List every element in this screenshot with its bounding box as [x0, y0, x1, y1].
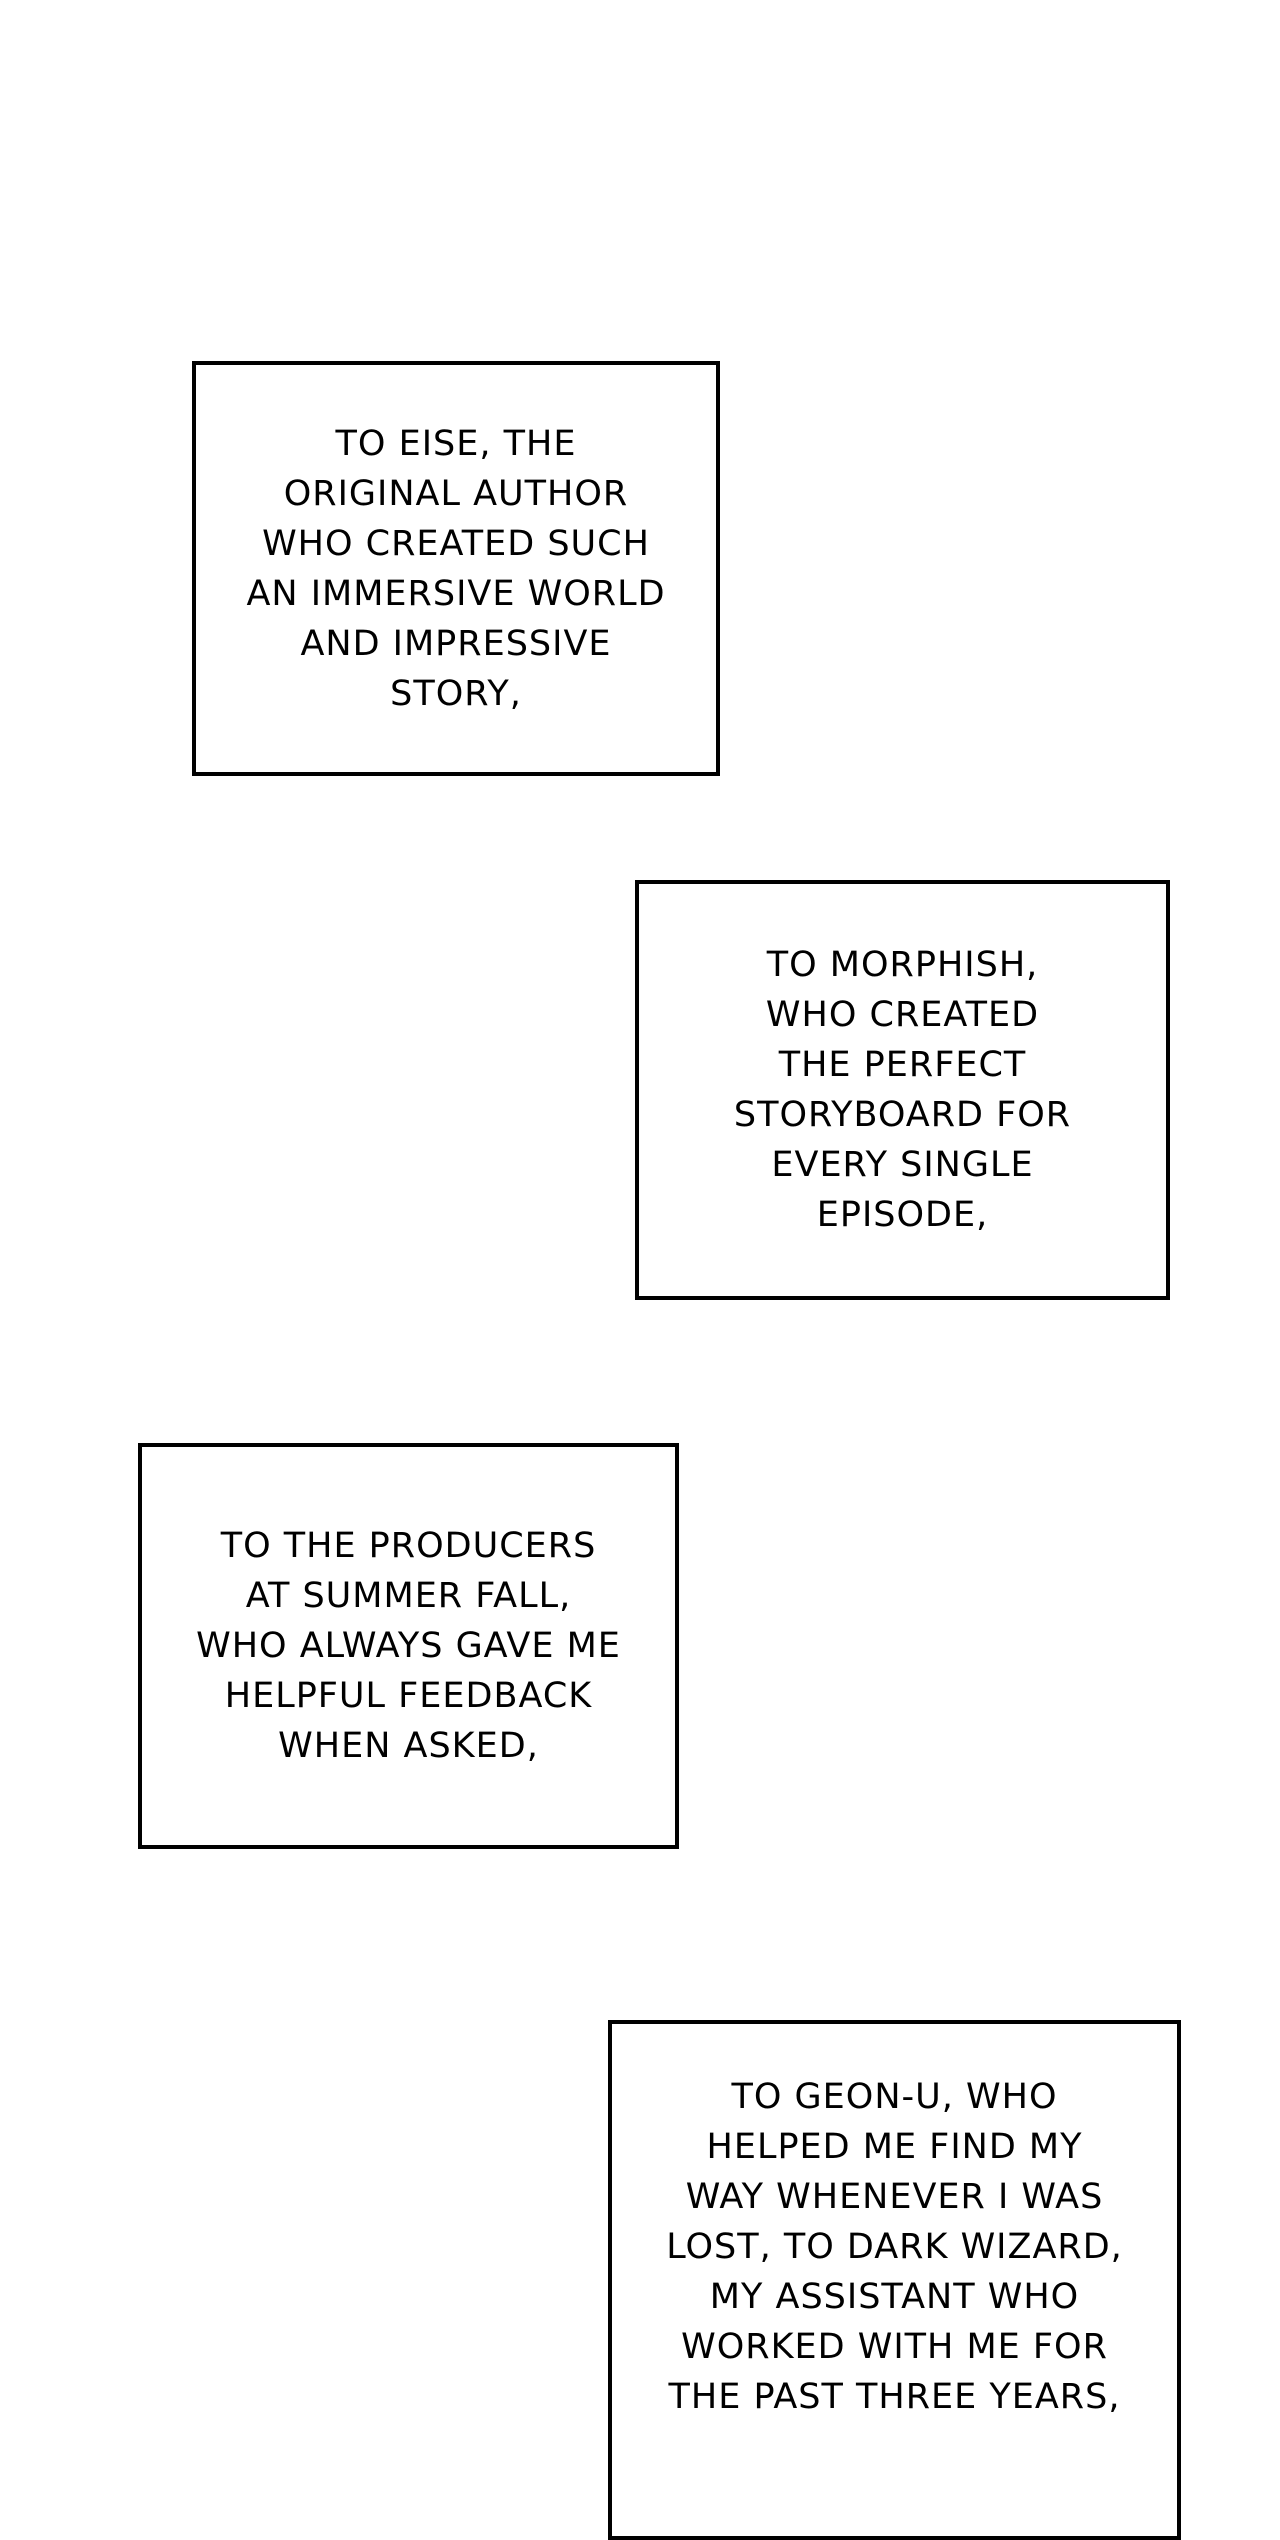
- caption-line: the past three years,: [668, 2377, 1121, 2417]
- caption-line: story,: [390, 673, 522, 714]
- caption-line: my assistant who: [709, 2277, 1080, 2317]
- caption-line: the perfect: [778, 1045, 1027, 1085]
- caption-box-geon-u: To Geon-U, who helped me find my way whe…: [608, 2020, 1181, 2540]
- caption-line: To Geon-U, who: [731, 2077, 1058, 2117]
- caption-line: original author: [283, 473, 629, 514]
- caption-line: who created such: [262, 523, 650, 564]
- caption-box-morphish: To Morphish, who created the perfect sto…: [635, 880, 1170, 1300]
- caption-line: To Morphish,: [766, 945, 1039, 985]
- caption-line: when asked,: [278, 1726, 539, 1766]
- caption-line: who always gave me: [196, 1626, 621, 1666]
- caption-line: helpful feedback: [224, 1676, 593, 1716]
- caption-line: lost, to Dark Wizard,: [666, 2227, 1123, 2267]
- caption-line: worked with me for: [681, 2327, 1108, 2367]
- caption-line: helped me find my: [706, 2127, 1083, 2167]
- caption-box-producers: To the producers at Summer Fall, who alw…: [138, 1443, 679, 1849]
- caption-line: storyboard for: [733, 1095, 1072, 1135]
- caption-line: who created: [765, 995, 1040, 1035]
- caption-line: at Summer Fall,: [245, 1576, 572, 1616]
- caption-line: an immersive world: [246, 573, 666, 614]
- caption-line: and impressive: [300, 623, 612, 664]
- caption-line: way whenever I was: [685, 2177, 1104, 2217]
- caption-line: To Eise, the: [335, 423, 577, 464]
- caption-line: every single: [771, 1145, 1034, 1185]
- caption-line: To the producers: [220, 1526, 597, 1566]
- caption-line: episode,: [816, 1195, 989, 1235]
- caption-box-eise: To Eise, the original author who created…: [192, 361, 720, 776]
